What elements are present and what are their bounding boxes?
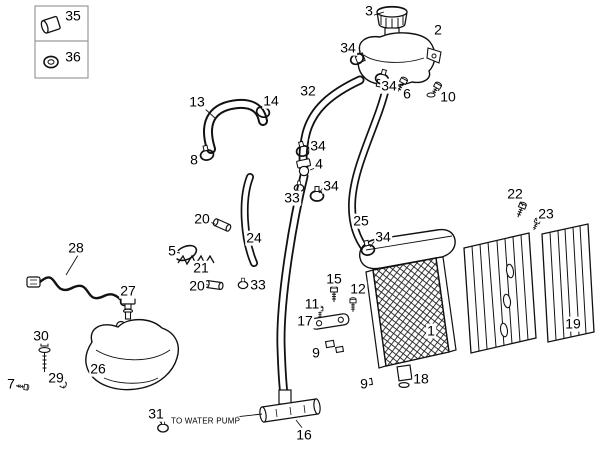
part-label-27: 27 bbox=[119, 282, 137, 299]
part-label-8: 8 bbox=[189, 151, 199, 168]
part-label-33-b: 33 bbox=[249, 276, 267, 293]
part-label-22: 22 bbox=[506, 185, 524, 202]
hoses bbox=[203, 75, 390, 407]
part-label-18: 18 bbox=[412, 370, 430, 387]
part-9-nuts-a bbox=[324, 339, 345, 354]
part-label-21: 21 bbox=[192, 259, 210, 276]
to-water-pump-label: TO WATER PUMP bbox=[171, 416, 241, 426]
part-label-29: 29 bbox=[47, 369, 65, 386]
part-15-bolt bbox=[330, 285, 338, 303]
part-label-35: 35 bbox=[64, 7, 82, 24]
radiator-core bbox=[372, 257, 450, 367]
part-label-34-d: 34 bbox=[322, 177, 340, 194]
part-label-34-a: 34 bbox=[339, 39, 357, 56]
part-22-screw bbox=[514, 200, 528, 219]
part-label-33-a: 33 bbox=[283, 189, 301, 206]
part-label-17: 17 bbox=[296, 312, 314, 329]
part-33-clamp-b bbox=[237, 277, 249, 290]
part-35-bushing bbox=[40, 15, 61, 34]
part-label-30: 30 bbox=[32, 327, 50, 344]
part-label-28: 28 bbox=[67, 239, 85, 256]
part-17-bracket bbox=[310, 313, 350, 330]
part-label-9-b: 9 bbox=[359, 375, 369, 392]
part-label-12: 12 bbox=[349, 280, 367, 297]
part-31-clamp bbox=[157, 419, 169, 433]
part-26-tank bbox=[85, 318, 180, 391]
part-19-guard bbox=[463, 223, 595, 354]
part-27-temp-sensor bbox=[120, 295, 136, 320]
part-label-24: 24 bbox=[245, 229, 263, 246]
part-label-25: 25 bbox=[352, 212, 370, 229]
part-label-20-b: 20 bbox=[188, 277, 206, 294]
part-label-5: 5 bbox=[167, 242, 177, 259]
part-label-34-e: 34 bbox=[374, 228, 392, 245]
part-20-fitting-a bbox=[211, 217, 233, 233]
part-label-16: 16 bbox=[295, 426, 313, 443]
part-label-13: 13 bbox=[188, 93, 206, 110]
part-label-34-b: 34 bbox=[380, 77, 398, 94]
part-10-screw bbox=[426, 80, 443, 99]
part-2-expansion-tank bbox=[354, 27, 442, 89]
part-label-2: 2 bbox=[433, 21, 443, 38]
part-label-9-a: 9 bbox=[311, 344, 321, 361]
part-3-filler-cap bbox=[376, 5, 408, 29]
part-label-6: 6 bbox=[402, 85, 412, 102]
part-18-fitting bbox=[396, 364, 413, 389]
part-label-26: 26 bbox=[89, 360, 107, 377]
part-label-23: 23 bbox=[537, 205, 555, 222]
part-label-19: 19 bbox=[564, 315, 582, 332]
part-label-34-c: 34 bbox=[309, 137, 327, 154]
part-label-14: 14 bbox=[262, 92, 280, 109]
part-label-31: 31 bbox=[147, 405, 165, 422]
part-28-sensor-cable bbox=[26, 276, 129, 307]
part-label-32: 32 bbox=[299, 82, 317, 99]
part-4-union bbox=[296, 158, 312, 177]
part-label-36: 36 bbox=[64, 48, 82, 65]
part-12-bolt bbox=[349, 297, 357, 313]
part-label-11: 11 bbox=[303, 295, 321, 312]
part-label-10: 10 bbox=[439, 88, 457, 105]
part-label-15: 15 bbox=[325, 270, 343, 287]
part-16-water-union bbox=[259, 389, 321, 423]
part-30-screw bbox=[38, 341, 51, 372]
part-label-20-a: 20 bbox=[193, 210, 211, 227]
part-label-3: 3 bbox=[364, 2, 374, 19]
part-label-4: 4 bbox=[314, 155, 324, 172]
part-label-1: 1 bbox=[426, 322, 436, 339]
part-label-7: 7 bbox=[6, 375, 16, 392]
part-36-oring bbox=[43, 55, 59, 69]
